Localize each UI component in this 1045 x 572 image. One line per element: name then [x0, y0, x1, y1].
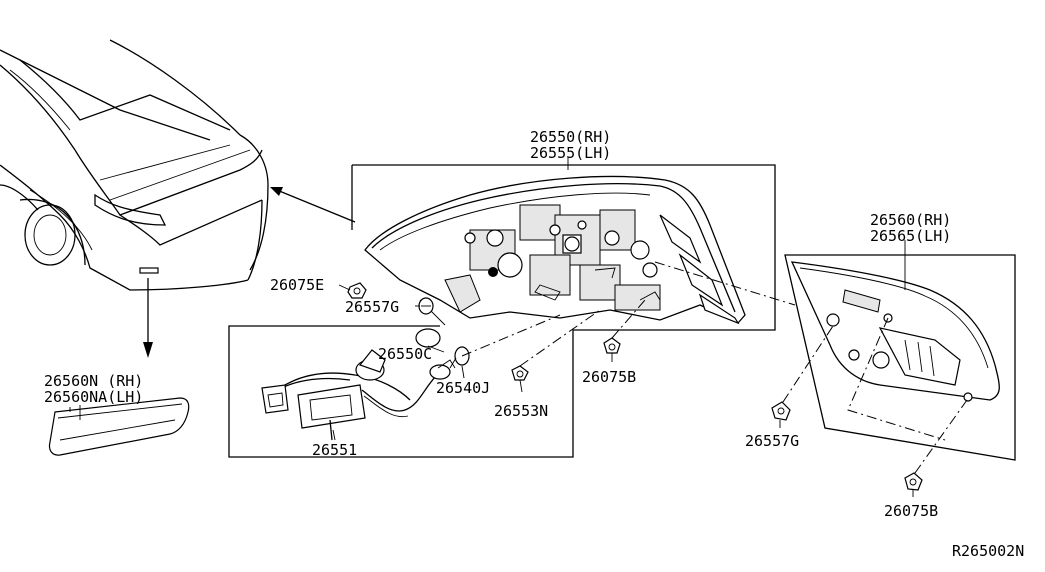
dashed-line-4: [654, 261, 796, 306]
label-26075E: 26075E: [270, 276, 324, 294]
label-26557G-right: 26557G: [745, 432, 799, 450]
dashed-line-6: [914, 399, 968, 474]
dashed-line-1: [461, 314, 561, 357]
label-26550-rh: 26550(RH): [530, 128, 611, 146]
nut-26075E: [347, 282, 367, 299]
grommet-26557G-right: [771, 401, 791, 421]
label-26565-lh: 26565(LH): [870, 227, 951, 245]
leader-lines: [79, 158, 914, 497]
label-26557G-lamp: 26557G: [345, 298, 399, 316]
rear-reflector: [48, 397, 190, 456]
label-26555-lh: 26555(LH): [530, 144, 611, 162]
inner-lamp-box: [784, 254, 1016, 461]
label-26075B-lamp: 26075B: [582, 368, 636, 386]
wire-harness: [261, 328, 470, 441]
label-26551: 26551: [312, 441, 357, 459]
vehicle-rear-illustration: [0, 39, 356, 358]
dashed-line-2: [519, 309, 601, 367]
nut-26075B-lamp: [603, 337, 621, 354]
nut-26075B-right: [904, 472, 923, 491]
label-26560N-rh: 26560N (RH): [44, 372, 143, 390]
tail-lamp-assembly-box: [228, 164, 776, 458]
tail-lamp-housing: [364, 175, 746, 326]
clip-26553N: [511, 365, 529, 381]
dashed-line-5: [782, 325, 834, 403]
label-26550C: 26550C: [378, 345, 432, 363]
label-26540J: 26540J: [436, 379, 490, 397]
label-26553N: 26553N: [494, 402, 548, 420]
label-26560-rh: 26560(RH): [870, 211, 951, 229]
dashed-line-3: [611, 299, 646, 339]
label-26075B-right: 26075B: [884, 502, 938, 520]
inner-tail-lamp: [790, 261, 1000, 441]
label-26560NA-lh: 26560NA(LH): [44, 388, 143, 406]
grommet-26557G-lamp: [418, 297, 434, 315]
diagram-reference-code: R265002N: [952, 542, 1024, 560]
